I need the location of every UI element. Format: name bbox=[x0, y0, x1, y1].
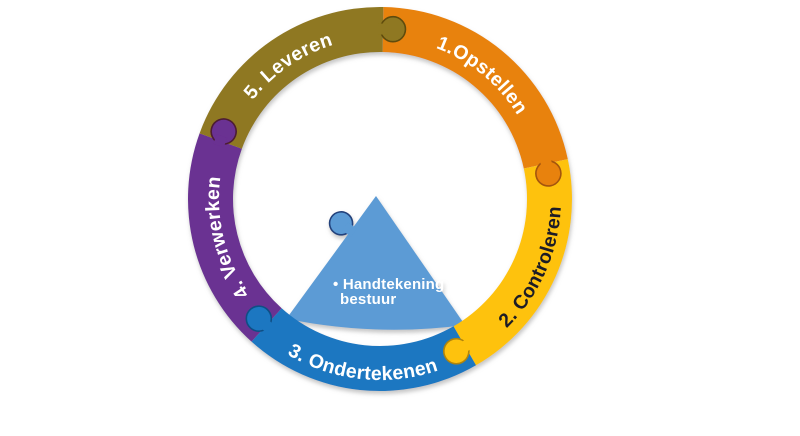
knob-neck bbox=[377, 23, 389, 35]
segment-1-opstellen bbox=[382, 7, 568, 169]
puzzle-knob-verwerken-icon bbox=[210, 118, 237, 148]
knob-neck bbox=[213, 134, 228, 148]
segment-5-leveren bbox=[199, 7, 384, 149]
knob-neck bbox=[342, 222, 357, 237]
puzzle-knob-controleren-icon bbox=[443, 337, 473, 365]
knob-neck bbox=[457, 338, 473, 354]
center-piece-mountain bbox=[286, 196, 465, 330]
segment-2-controleren bbox=[453, 159, 572, 366]
segment-4-verwerken bbox=[188, 133, 282, 342]
center-label-line2: bestuur bbox=[340, 291, 396, 308]
segment-3-ondertekenen bbox=[251, 308, 476, 391]
puzzle-knob-ondertekenen-icon bbox=[245, 305, 274, 333]
center-puzzle-knob-icon bbox=[328, 211, 357, 237]
puzzle-knob-leveren-icon bbox=[377, 15, 407, 43]
knob-neck bbox=[258, 317, 274, 333]
center-label-line1: • Handtekening bbox=[333, 276, 444, 293]
knob-neck bbox=[539, 157, 553, 170]
puzzle-knob-opstellen-icon bbox=[535, 157, 562, 187]
